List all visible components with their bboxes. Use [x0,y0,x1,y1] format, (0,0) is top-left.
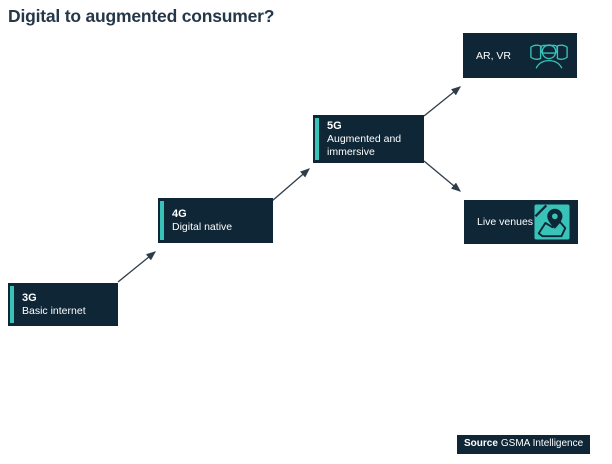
stage-sublabel-3g: Basic internet [22,305,86,317]
outcome-label-live-venues: Live venues [477,216,534,228]
stage-label-5g: 5G [327,120,342,132]
page-title: Digital to augmented consumer? [8,6,275,26]
vr-headset-icon [530,43,568,68]
map-pin-icon [534,204,570,240]
accent-bar [160,201,164,240]
source-label: Source [464,438,498,449]
stage-box-3g: 3G Basic internet [8,283,118,326]
stage-label-4g: 4G [172,208,187,220]
accent-bar [315,118,319,160]
accent-bar [10,286,14,323]
source-text: GSMA Intelligence [500,438,584,449]
outcome-label-arvr: AR, VR [476,49,512,62]
arrow-3g-to-4g [117,251,157,283]
arrow-5g-to-live-venues [423,160,461,192]
stage-box-5g: 5G Augmented and immersive [313,115,424,163]
stage-label-3g: 3G [22,292,37,304]
stage-sublabel-5g: Augmented and immersive [327,133,402,158]
stage-box-4g: 4G Digital native [158,198,273,243]
outcome-box-arvr: AR, VR [463,33,577,78]
arrow-4g-to-5g [271,168,310,202]
stage-sublabel-4g: Digital native [172,221,233,233]
arrow-5g-to-arvr [423,86,462,117]
outcome-box-live-venues: Live venues [464,200,578,244]
